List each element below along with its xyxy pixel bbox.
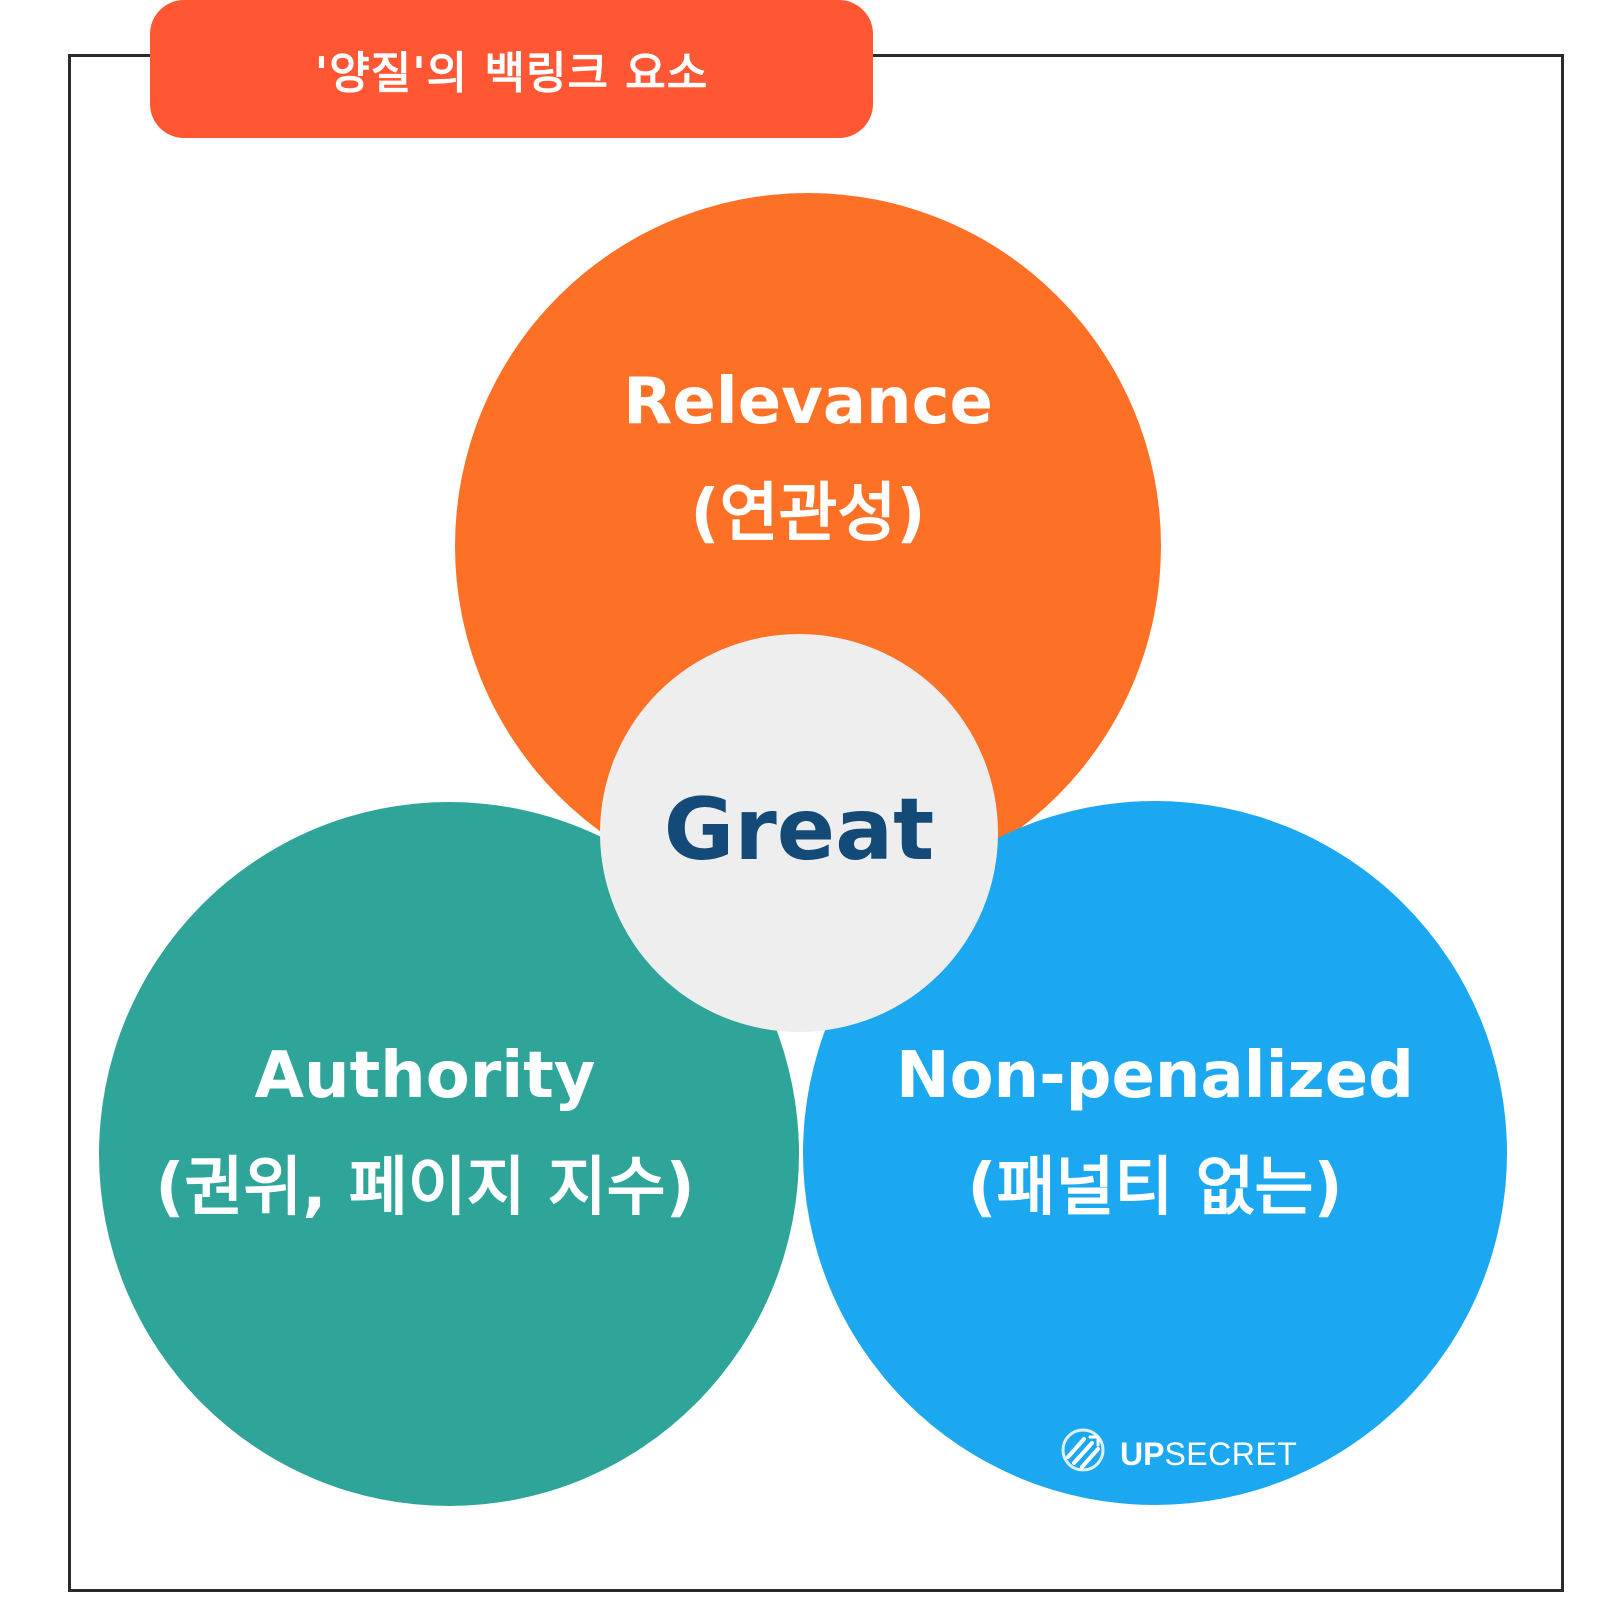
title-banner: '양질'의 백링크 요소 <box>150 0 873 138</box>
authority-title: Authority <box>254 1039 596 1113</box>
center-circle <box>600 634 998 1032</box>
brand-watermark: UPSECRET <box>1060 1427 1297 1481</box>
relevance-title: Relevance <box>623 365 993 439</box>
non-penalized-subtitle: (패널티 없는) <box>967 1151 1343 1225</box>
relevance-subtitle: (연관성) <box>690 477 926 551</box>
brand-name-part1: UP <box>1120 1435 1165 1472</box>
non-penalized-label: Non-penalized (패널티 없는) <box>850 1020 1460 1244</box>
relevance-label: Relevance (연관성) <box>558 346 1058 570</box>
center-label: Great <box>600 780 998 880</box>
non-penalized-title: Non-penalized <box>896 1039 1414 1113</box>
title-text: '양질'의 백링크 요소 <box>314 48 709 99</box>
authority-label: Authority (권위, 페이지 지수) <box>110 1020 740 1244</box>
upsecret-logo-icon <box>1060 1427 1106 1481</box>
center-text: Great <box>663 780 935 880</box>
brand-name-part2: SECRET <box>1164 1435 1298 1472</box>
authority-subtitle: (권위, 페이지 지수) <box>155 1151 695 1225</box>
